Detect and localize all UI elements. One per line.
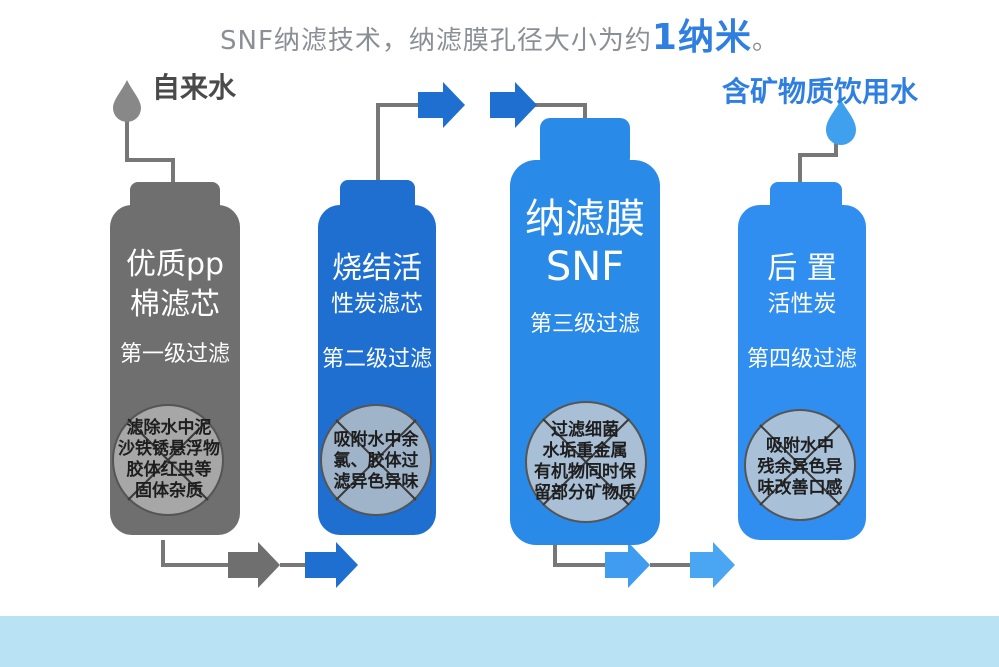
stage-1-fact: 滤除水中泥 沙铁锈悬浮物 胶体红虫等 固体杂质 [113,418,225,502]
stage-2-text: 烧结活 性炭滤芯 第二级过滤 [318,250,436,374]
arrow-blue-3 [690,542,735,588]
stage-1-fact-line: 滤除水中泥 [126,418,212,438]
stage-2-level: 第二级过滤 [321,347,432,372]
arrow-blue-2 [605,542,650,588]
headline-text: SNF纳滤技术，纳滤膜孔径大小为约 [220,26,652,56]
stage-4-level: 第四级过滤 [746,347,857,372]
stage-3-title-2: SNF [545,244,625,290]
stage-2-fact: 吸附水中余 氯、胶体过 滤异色异味 [320,430,432,493]
headline-suffix: 。 [751,26,779,56]
pipe-inlet [125,108,175,182]
stage-4-title-2: 活性炭 [767,291,837,317]
headline-highlight: 1纳米 [651,17,752,58]
stage-4-fact-line: 吸附水中 [766,436,834,456]
stage-4-fact-line: 残余异色异 [757,457,843,477]
stage-3-fact-line: 过滤细菌 [551,420,619,440]
stage-3-fact-line: 留部分矿物质 [534,483,636,503]
stage-1-title-2: 棉滤芯 [130,287,220,322]
stage-4-fact: 吸附水中 残余异色异 味改善口感 [742,436,858,499]
stage-3-fact-line: 有机物同时保 [534,462,636,482]
filter-stage-4 [738,182,866,540]
arrow-gray [228,542,280,588]
drinking-water-drop-icon [826,100,856,145]
stage-3-fact-line: 水垢重金属 [542,441,628,461]
tap-water-label: 自来水 [152,71,237,104]
stage-2-fact-line: 吸附水中余 [333,430,419,450]
stage-4-title-1: 后 置 [767,251,837,286]
arrow-blue-1 [305,542,358,588]
stage-2-title-2: 性炭滤芯 [331,291,423,317]
arrow-top-1 [418,82,465,128]
stage-3-level: 第三级过滤 [529,312,640,337]
pipe-1-bottom [161,540,235,567]
filter-stage-3 [510,118,660,545]
filter-stage-1 [110,182,240,535]
stage-3-title-1: 纳滤膜 [525,196,645,242]
headline: SNF纳滤技术，纳滤膜孔径大小为约1纳米。 [0,8,999,60]
stage-4-fact-line: 味改善口感 [757,478,843,498]
bottom-band [0,616,999,667]
filter-stage-2 [318,180,436,535]
stage-1-fact-line: 沙铁锈悬浮物 [118,439,220,459]
drinking-water-label: 含矿物质饮用水 [722,75,919,108]
stage-2-title-1: 烧结活 [332,251,422,286]
pipe-3-bottom [553,545,610,567]
stage-3-fact: 过滤细菌 水垢重金属 有机物同时保 留部分矿物质 [512,420,658,504]
arrow-top-2 [490,82,537,128]
stage-1-fact-line: 胶体红虫等 [126,460,212,480]
stage-2-fact-line: 氯、胶体过 [333,451,419,471]
stage-1-title-1: 优质pp [125,247,225,282]
stage-3-text: 纳滤膜 SNF 第三级过滤 [510,195,660,339]
stage-1-fact-line: 固体杂质 [135,481,203,501]
tap-water-drop-icon [113,80,141,122]
pipe-2-to-3 [376,103,430,182]
stage-2-fact-line: 滤异色异味 [333,472,419,492]
stage-1-text: 优质pp 棉滤芯 第一级过滤 [110,245,240,369]
stage-4-text: 后 置 活性炭 第四级过滤 [738,250,866,374]
stage-1-level: 第一级过滤 [119,342,230,367]
